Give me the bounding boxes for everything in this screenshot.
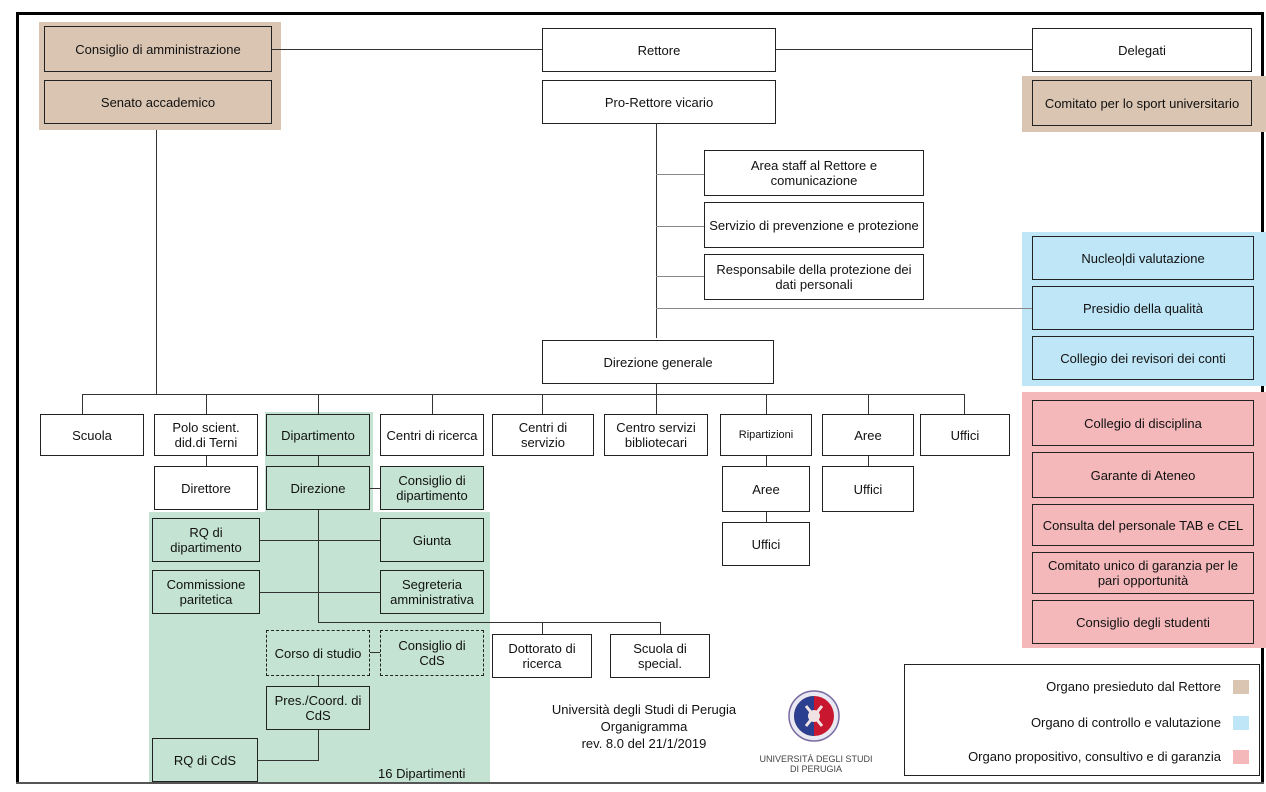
centro-bibliotecari-box: Centro servizi bibliotecari [604, 414, 708, 456]
connector [272, 49, 542, 50]
rq-cds-box: RQ di CdS [152, 738, 258, 782]
connector [868, 456, 869, 466]
aree-uffici-box: Uffici [822, 466, 914, 512]
sedici-dipartimenti-label: 16 Dipartimenti [378, 766, 466, 781]
connector [206, 456, 207, 466]
logo-name-line1: UNIVERSITÀ DEGLI STUDI [759, 754, 873, 764]
polo-terni-box: Polo scient. did.di Terni [154, 414, 258, 456]
comitato-unico-box: Comitato unico di garanzia per le pari o… [1032, 552, 1254, 594]
nucleo-valutazione-box: Nucleo|di valutazione [1032, 236, 1254, 280]
collegio-revisori-box: Collegio dei revisori dei conti [1032, 336, 1254, 380]
centri-ricerca-box: Centri di ricerca [380, 414, 484, 456]
responsabile-dati-box: Responsabile della protezione dei dati p… [704, 254, 924, 300]
scuola-special-box: Scuola di special. [610, 634, 710, 678]
ripartizioni-aree-box: Aree [722, 466, 810, 512]
legend-label-tan: Organo presieduto dal Rettore [1046, 679, 1221, 694]
comitato-sport-box: Comitato per lo sport universitario [1032, 80, 1252, 126]
pres-coord-box: Pres./Coord. di CdS [266, 686, 370, 730]
commissione-paritetica-box: Commissione paritetica [152, 570, 260, 614]
uffici-box: Uffici [920, 414, 1010, 456]
dipartimento-box: Dipartimento [266, 414, 370, 456]
logo-name-line2: DI PERUGIA [789, 764, 842, 774]
connector [964, 394, 965, 414]
legend-item-pink: Organo propositivo, consultivo e di gara… [968, 749, 1249, 764]
presidio-qualita-box: Presidio della qualità [1032, 286, 1254, 330]
connector [370, 652, 380, 653]
connector [656, 122, 657, 338]
connector [766, 456, 767, 466]
consulta-personale-box: Consulta del personale TAB e CEL [1032, 504, 1254, 546]
corso-studio-box: Corso di studio [266, 630, 370, 676]
caption-line2: Organigramma [600, 719, 688, 734]
segreteria-amministrativa-box: Segreteria amministrativa [380, 570, 484, 614]
legend-label-blue: Organo di controllo e valutazione [1030, 715, 1221, 730]
connector [660, 622, 661, 634]
frame-bottom-rule [16, 782, 1264, 784]
connector [656, 174, 704, 175]
pro-rettore-box: Pro-Rettore vicario [542, 80, 776, 124]
connector [542, 622, 543, 634]
consiglio-dipartimento-box: Consiglio di dipartimento [380, 466, 484, 510]
legend-swatch-blue [1233, 715, 1249, 730]
connector [206, 394, 207, 414]
garante-ateneo-box: Garante di Ateneo [1032, 452, 1254, 498]
connector [656, 382, 657, 394]
connector [656, 394, 657, 414]
connector [82, 394, 964, 395]
connector [656, 308, 1032, 309]
giunta-box: Giunta [380, 518, 484, 562]
rettore-box: Rettore [542, 28, 776, 72]
connector [868, 394, 869, 414]
direttore-box: Direttore [154, 466, 258, 510]
connector [258, 760, 319, 761]
connector [318, 456, 319, 466]
dottorato-box: Dottorato di ricerca [492, 634, 592, 678]
connector [766, 394, 767, 414]
connector [318, 510, 319, 622]
legend-swatch-tan [1233, 679, 1249, 694]
legend-item-tan: Organo presieduto dal Rettore [1046, 679, 1249, 694]
rq-dipartimento-box: RQ di dipartimento [152, 518, 260, 562]
legend-label-pink: Organo propositivo, consultivo e di gara… [968, 749, 1221, 764]
ripartizioni-uffici-box: Uffici [722, 522, 810, 566]
connector [156, 130, 157, 394]
consiglio-studenti-box: Consiglio degli studenti [1032, 600, 1254, 644]
consiglio-cds-box: Consiglio di CdS [380, 630, 484, 676]
senato-accademico-box: Senato accademico [44, 80, 272, 124]
consiglio-amministrazione-box: Consiglio di amministrazione [44, 26, 272, 72]
connector [370, 488, 380, 489]
legend-swatch-pink [1233, 749, 1249, 764]
connector [260, 592, 380, 593]
connector [82, 394, 83, 414]
connector [432, 394, 433, 414]
aree-box: Aree [822, 414, 914, 456]
connector [776, 49, 1032, 50]
connector [318, 730, 319, 760]
centri-servizio-box: Centri di servizio [492, 414, 594, 456]
ripartizioni-box: Ripartizioni [720, 414, 812, 456]
caption-line3: rev. 8.0 del 21/1/2019 [581, 736, 707, 751]
area-staff-box: Area staff al Rettore e comunicazione [704, 150, 924, 196]
connector [656, 276, 704, 277]
connector [542, 394, 543, 414]
legend-item-blue: Organo di controllo e valutazione [1031, 715, 1249, 730]
connector [766, 512, 767, 522]
connector [260, 540, 380, 541]
connector [318, 676, 319, 686]
scuola-box: Scuola [40, 414, 144, 456]
university-seal-icon [788, 690, 840, 742]
legend-box: Organo presieduto dal Rettore Organo di … [904, 664, 1260, 776]
connector [318, 394, 319, 414]
connector [656, 226, 704, 227]
prevenzione-box: Servizio di prevenzione e protezione [704, 202, 924, 248]
caption-line1: Università degli Studi di Perugia [551, 702, 737, 717]
connector [318, 622, 660, 623]
collegio-disciplina-box: Collegio di disciplina [1032, 400, 1254, 446]
delegati-box: Delegati [1032, 28, 1252, 72]
direzione-generale-box: Direzione generale [542, 340, 774, 384]
direzione-box: Direzione [266, 466, 370, 510]
